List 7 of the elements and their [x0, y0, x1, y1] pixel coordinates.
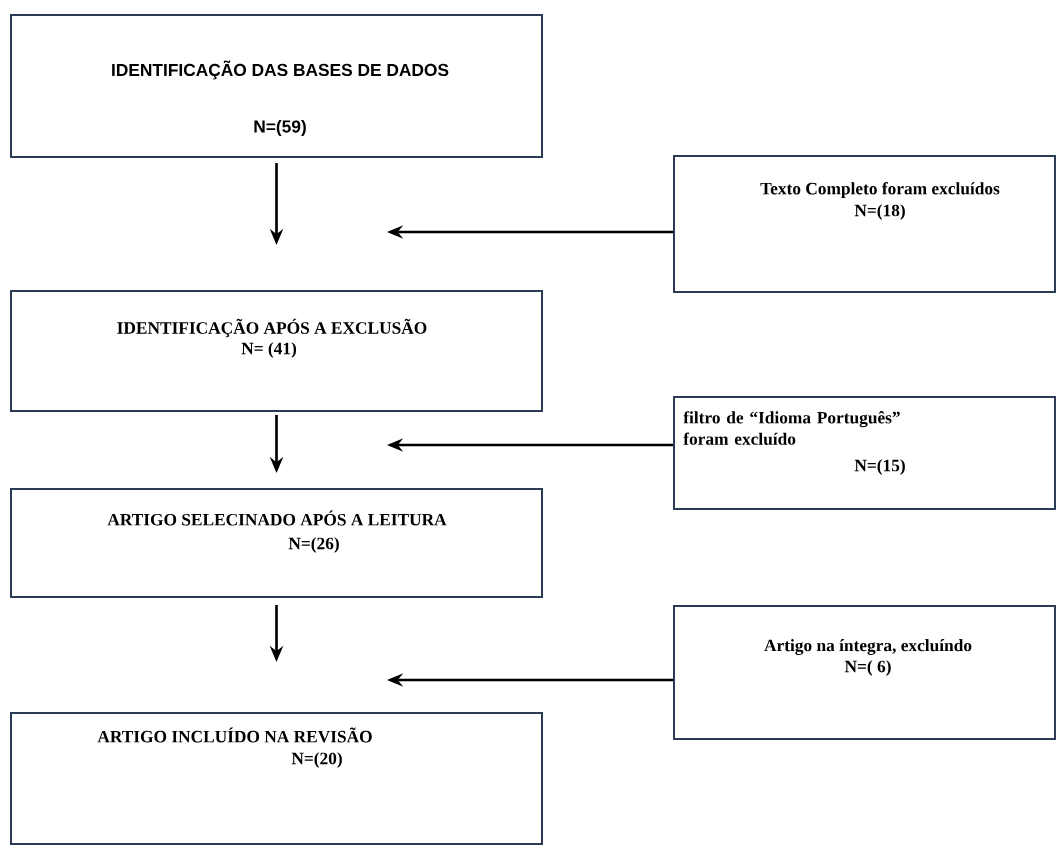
process-box: IDENTIFICAÇÃO DAS BASES DE DADOS N=(59) [10, 14, 543, 158]
exclusion-box: Texto Completo foram excluídos N=(18) [673, 155, 1056, 293]
process-box: ARTIGO INCLUÍDO NA REVISÃO N=(20) [10, 712, 543, 845]
process-box: IDENTIFICAÇÃO APÓS A EXCLUSÃO N= (41) [10, 290, 543, 412]
exclusion-box: Artigo na íntegra, excluíndo N=( 6) [673, 605, 1056, 740]
process-box: ARTIGO SELECINADO APÓS A LEITURA N=(26) [10, 488, 543, 598]
exclusion-box: filtro de “Idioma Português” foram excluído N=(15) [673, 396, 1056, 510]
